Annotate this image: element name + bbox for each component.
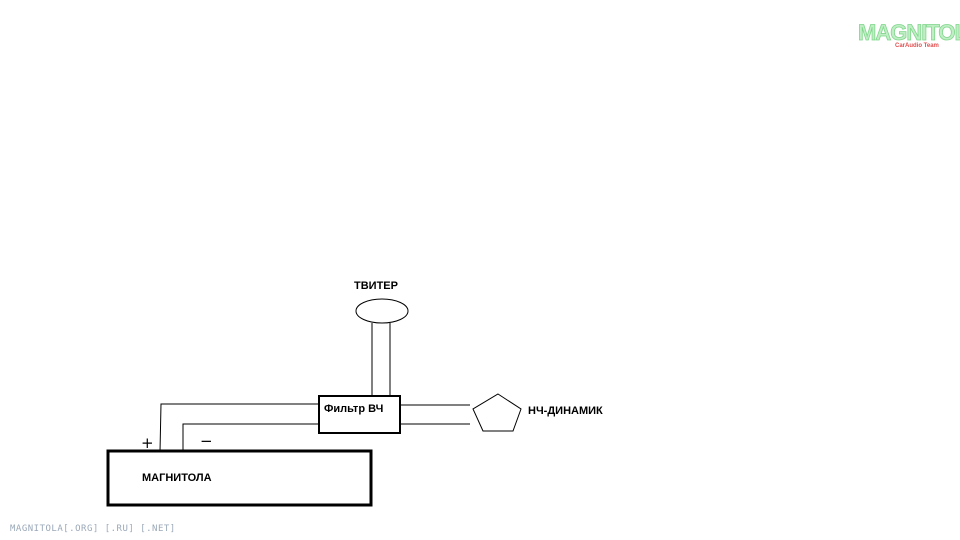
head-unit-label: МАГНИТОЛА: [142, 472, 212, 484]
woofer-label: НЧ-ДИНАМИК: [528, 405, 603, 417]
plus-terminal: +: [141, 434, 154, 452]
minus-wire: [182, 423, 319, 450]
hp-filter-box: [318, 395, 401, 434]
minus-terminal: −: [200, 432, 213, 450]
logo-subtext: CarAudio Team: [895, 43, 939, 49]
tweeter-label: ТВИТЕР: [354, 280, 398, 292]
hp-filter-label: Фильтр ВЧ: [324, 403, 383, 415]
footer-watermark: MAGNITOLA[.ORG] [.RU] [.NET]: [10, 524, 176, 534]
head-unit-box: [106, 449, 373, 507]
magnitola-logo: MAGNITOLA CarAudio Team: [858, 20, 960, 49]
woofer-symbol: [472, 393, 522, 432]
tweeter-symbol: [355, 298, 409, 324]
logo-text: MAGNITOLA: [858, 20, 960, 45]
plus-wire: [159, 403, 319, 453]
